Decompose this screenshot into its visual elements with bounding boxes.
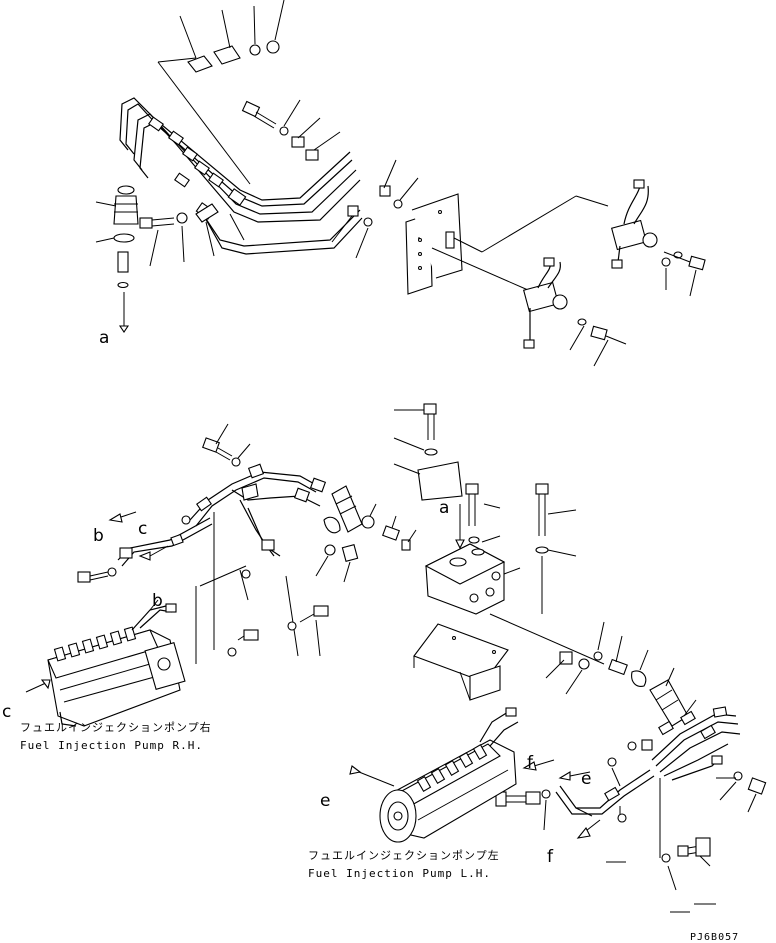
pipe-bundle-lh: [651, 699, 767, 813]
support-bracket: [405, 193, 463, 295]
fuel-injection-pump-lh: [349, 707, 519, 843]
label-e-right: e: [581, 769, 591, 789]
boot-left-top: [95, 185, 139, 333]
drawing-code: PJ6B057: [690, 932, 739, 943]
label-a-top: a: [99, 328, 109, 348]
label-e-left: e: [320, 791, 330, 811]
bolts-lh-lower: [606, 778, 716, 913]
label-c-pump: c: [2, 702, 11, 722]
caption-pump-rh-en: Fuel Injection Pump R.H.: [20, 739, 203, 752]
bolt-mid-top: [139, 203, 245, 267]
bolt-top: [241, 99, 341, 161]
pipe-hose-lh: [495, 739, 655, 839]
solenoid-valve-upper-right: [610, 179, 706, 297]
fuel-injection-pump-rh: [25, 599, 186, 727]
label-f-bottom: f: [547, 847, 554, 867]
pipe-bundle-rh: [189, 463, 327, 557]
distributor-assembly: a: [393, 403, 689, 727]
leader-lines-rh: [195, 512, 329, 664]
label-b-left: b: [93, 526, 104, 546]
lh-pump-assembly: f e e f フュエルインジェクションポンプ左 Fuel Injection …: [308, 699, 767, 913]
top-assembly: a: [95, 0, 706, 367]
caption-pump-lh-en: Fuel Injection Pump L.H.: [308, 867, 491, 880]
clip-bracket-area: [331, 159, 419, 259]
label-f-right: f: [527, 753, 534, 773]
rh-pump-assembly: b c b c フュエルインジェクションポンプ右 Fuel Injection …: [2, 423, 417, 752]
pipe-bundle-top: [119, 97, 363, 255]
label-b-pump: b: [152, 591, 163, 611]
solenoid-valve-lower: [522, 257, 627, 367]
caption-pump-lh-jp: フュエルインジェクションポンプ左: [308, 849, 500, 862]
clamp-bracket-top: [187, 40, 280, 73]
leader-lines-top: [157, 0, 285, 185]
caption-pump-rh-jp: フュエルインジェクションポンプ右: [20, 720, 212, 734]
label-c-top: c: [138, 519, 147, 539]
boot-rh: [315, 485, 417, 583]
label-a-mid: a: [439, 498, 449, 518]
leader-lines-valves: [431, 195, 609, 291]
pipe-hose-rh-lower: [77, 511, 213, 583]
